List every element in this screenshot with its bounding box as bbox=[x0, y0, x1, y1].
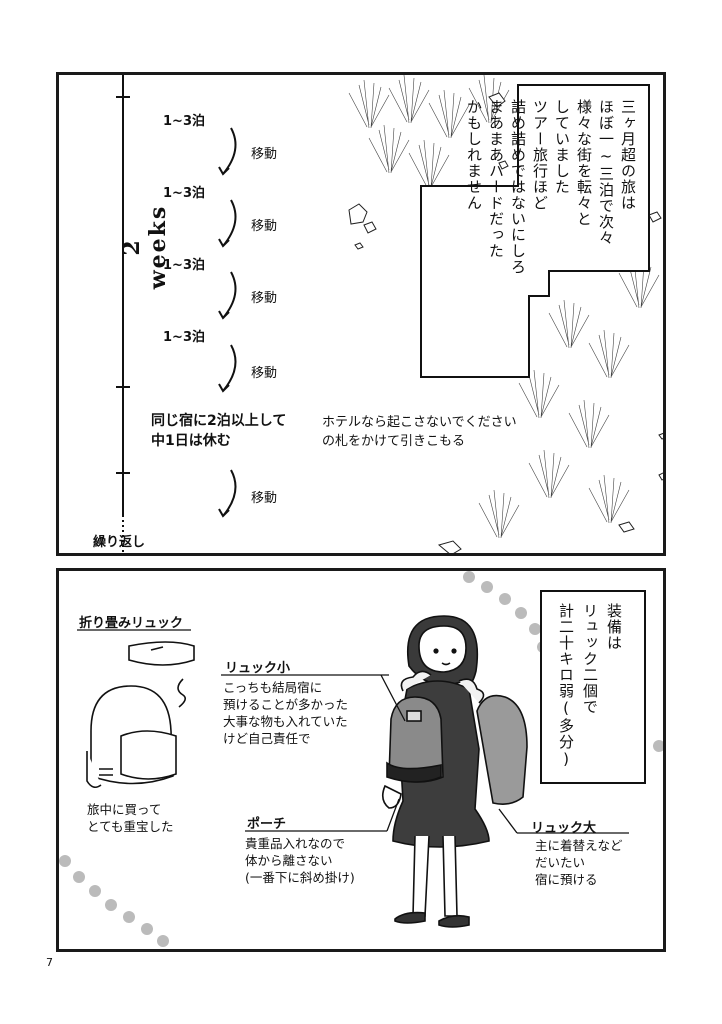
timeline-axis bbox=[116, 75, 130, 553]
narration-box-outline bbox=[420, 84, 650, 378]
axis-label: 2 weeks bbox=[119, 204, 171, 290]
folded-bag-illustration bbox=[128, 641, 195, 708]
stay-label: 1~3泊 bbox=[163, 258, 205, 273]
page-number: 7 bbox=[46, 956, 53, 969]
folded-bag-note: 旅中に買って とても重宝した bbox=[87, 802, 174, 834]
move-label: 移動 bbox=[251, 491, 278, 506]
big-bag-label: リュック大 bbox=[531, 821, 597, 836]
panel-equipment: 折り畳みリュック 旅中に買って とても重宝した リュック小 こっちも結局宿に 預… bbox=[56, 568, 666, 952]
pouch-label: ポーチ bbox=[247, 817, 287, 832]
dot-decoration bbox=[59, 571, 663, 947]
rest-note: ホテルなら起こさないでください の札をかけて引きこもる bbox=[322, 415, 517, 449]
stay-label: 1~3泊 bbox=[163, 330, 205, 345]
small-bag-note: こっちも結局宿に 預けることが多かった 大事な物も入れていた けど自己責任で bbox=[223, 680, 349, 746]
foliage-decoration bbox=[348, 75, 660, 539]
folded-bag-label: 折り畳みリュック bbox=[79, 616, 184, 631]
rest-title: 同じ宿に2泊以上して 中1日は休む bbox=[151, 413, 287, 449]
stay-label: 1~3泊 bbox=[163, 186, 205, 201]
repeat-label: 繰り返し bbox=[93, 535, 146, 550]
panel-itinerary-art bbox=[116, 75, 663, 553]
leader-lines bbox=[77, 629, 629, 834]
panel-equipment-art bbox=[59, 571, 663, 947]
move-label: 移動 bbox=[251, 291, 278, 306]
stay-label: 1~3泊 bbox=[163, 114, 205, 129]
equipment-narration-box bbox=[540, 590, 646, 784]
move-label: 移動 bbox=[251, 147, 278, 162]
backpack-illustration bbox=[86, 685, 177, 789]
snow-clumps bbox=[348, 92, 663, 553]
big-bag-note: 主に着替えなど だいたい 宿に預ける bbox=[535, 838, 623, 887]
equipment-narration-text: 装備は リュック二個で 計二十キロ弱(多分) bbox=[557, 603, 623, 769]
move-arrows bbox=[218, 127, 237, 518]
traveler-illustration bbox=[381, 615, 528, 928]
narration-text: 三ヶ月超の旅は ほぼ一~三泊で次々 様々な街を転々と していました ツアー旅行ほ… bbox=[465, 99, 637, 275]
small-bag-label: リュック小 bbox=[225, 661, 291, 676]
move-label: 移動 bbox=[251, 366, 278, 381]
panel-itinerary: 2 weeks 1~3泊 移動 1~3泊 移動 1~3泊 移動 1~3泊 移動 … bbox=[56, 72, 666, 556]
move-label: 移動 bbox=[251, 219, 278, 234]
pouch-note: 貴重品入れなので 体から離さない (一番下に斜め掛け) bbox=[245, 836, 355, 885]
